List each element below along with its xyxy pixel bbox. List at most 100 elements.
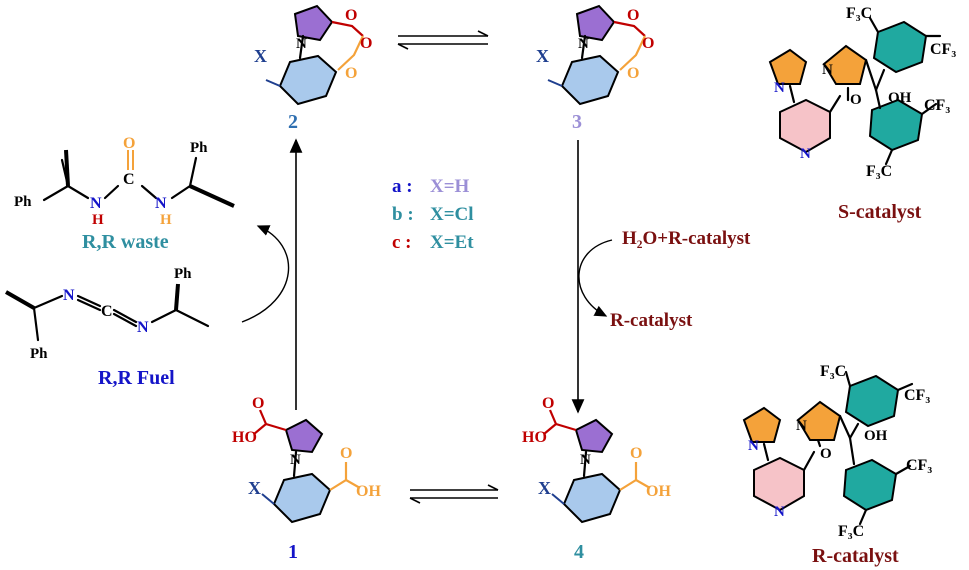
r-catalyst-structure: N N O N OH F₃C CF₃ CF₃ F₃C R-catalyst bbox=[742, 363, 932, 567]
legend-c-value: X=Et bbox=[430, 232, 474, 253]
compound-3: N O O O X 3 bbox=[536, 4, 654, 133]
aryl-top bbox=[872, 20, 928, 74]
acid-ho: HO bbox=[232, 429, 257, 446]
benzene-ring bbox=[562, 472, 622, 524]
compound-number: 4 bbox=[574, 541, 584, 563]
fuel-curved-arrow bbox=[241, 225, 290, 323]
cf3-2: CF₃ bbox=[930, 41, 956, 58]
acid-o: O bbox=[542, 395, 554, 412]
x-substituent: X bbox=[538, 478, 551, 498]
phenyl-bottom: Ph bbox=[30, 346, 48, 362]
carbonyl-o: O bbox=[820, 446, 832, 462]
n-pyridine: N bbox=[774, 504, 785, 520]
acid-oh: OH bbox=[356, 483, 381, 500]
equilibrium-arrows-top bbox=[397, 30, 489, 50]
legend-a-value: X=H bbox=[430, 176, 470, 197]
legend-b-key: b : bbox=[392, 204, 414, 225]
n-atom: N bbox=[296, 36, 307, 52]
pyrrolidine-right bbox=[796, 400, 842, 441]
acid-o2: O bbox=[340, 445, 352, 462]
pyrrole-ring bbox=[575, 4, 616, 42]
cf3-3: CF₃ bbox=[924, 97, 950, 114]
equilibrium-arrows-bottom bbox=[409, 484, 499, 504]
s-catalyst-structure: N N O N OH F₃C CF₃ CF₃ F₃C S-catalyst bbox=[768, 5, 956, 223]
acid-oh: OH bbox=[646, 483, 671, 500]
carbonyl-o: O bbox=[627, 7, 639, 24]
anhydride-o: O bbox=[642, 35, 654, 52]
n-atom: N bbox=[580, 452, 591, 468]
carbonyl-o2: O bbox=[627, 65, 639, 82]
anhydride-o: O bbox=[360, 35, 372, 52]
benzene-ring bbox=[272, 472, 332, 524]
n-amide: N bbox=[822, 62, 833, 78]
waste-label: R,R waste bbox=[82, 231, 169, 253]
cf3-4: F₃C bbox=[838, 523, 864, 540]
pyrrolidine-left bbox=[742, 406, 782, 443]
compound-2: N O O O X 2 bbox=[254, 4, 372, 133]
compound-number: 2 bbox=[288, 111, 298, 133]
n-pyridine: N bbox=[800, 146, 811, 162]
phenyl-top: Ph bbox=[174, 266, 192, 282]
acid-ho: HO bbox=[522, 429, 547, 446]
cf3-3: CF₃ bbox=[906, 457, 932, 474]
catalyst-released-label: R-catalyst bbox=[610, 310, 693, 331]
pyrrole-ring bbox=[284, 418, 324, 454]
legend-b-value: X=Cl bbox=[430, 204, 474, 225]
n-atom: N bbox=[578, 36, 589, 52]
carbonyl-o: O bbox=[345, 7, 357, 24]
pyrrolidine-left bbox=[768, 48, 808, 85]
carbonyl-o2: O bbox=[345, 65, 357, 82]
phenyl-left: Ph bbox=[14, 194, 32, 210]
n-left: N bbox=[63, 287, 75, 304]
acid-o2: O bbox=[630, 445, 642, 462]
pyrrole-ring bbox=[293, 4, 334, 42]
compound-4: N O HO O OH X 4 bbox=[522, 395, 671, 563]
n-right: N bbox=[137, 319, 149, 336]
fuel-label: R,R Fuel bbox=[98, 367, 175, 389]
n-atom: N bbox=[290, 452, 301, 468]
acid-o: O bbox=[252, 395, 264, 412]
benzene-ring bbox=[278, 54, 338, 106]
x-substituent: X bbox=[536, 46, 549, 66]
n-right: N bbox=[155, 195, 167, 212]
n-amide: N bbox=[796, 418, 807, 434]
r-catalyst-label: R-catalyst bbox=[812, 545, 899, 567]
aryl-bottom bbox=[842, 458, 898, 512]
waste-urea: Ph N H C O N H Ph R,R waste bbox=[14, 135, 235, 253]
carbonyl-c: C bbox=[123, 171, 135, 188]
aryl-bottom bbox=[868, 98, 924, 152]
compound-1: N O HO O OH X 1 bbox=[232, 395, 381, 563]
x-substituent: X bbox=[254, 46, 267, 66]
benzene-ring bbox=[560, 54, 620, 106]
catalyst-curved-arrow bbox=[578, 239, 613, 317]
legend-a-key: a : bbox=[392, 176, 413, 197]
pyrrolidine-right bbox=[822, 44, 868, 85]
fuel-carbodiimide: N C N Ph Ph R,R Fuel bbox=[5, 266, 210, 389]
compound-number: 3 bbox=[572, 111, 582, 133]
carbonyl-o: O bbox=[123, 135, 135, 152]
carbonyl-o: O bbox=[850, 92, 862, 108]
substituent-legend: a : X=H b : X=Cl c : X=Et bbox=[392, 176, 474, 253]
phenyl-right: Ph bbox=[190, 140, 208, 156]
s-catalyst-label: S-catalyst bbox=[838, 201, 922, 223]
hydroxyl: OH bbox=[864, 428, 888, 444]
legend-c-key: c : bbox=[392, 232, 412, 253]
n-pyrrolidine: N bbox=[774, 80, 785, 96]
n-pyrrolidine: N bbox=[748, 438, 759, 454]
hydroxyl: OH bbox=[888, 90, 912, 106]
cf3-2: CF₃ bbox=[904, 387, 930, 404]
cf3-1: F₃C bbox=[820, 363, 846, 380]
aryl-top bbox=[844, 374, 900, 428]
pyrrole-ring bbox=[574, 418, 614, 454]
n-left: N bbox=[90, 195, 102, 212]
cf3-4: F₃C bbox=[866, 163, 892, 180]
compound-number: 1 bbox=[288, 541, 298, 563]
water-catalyst-label: H₂O+R-catalyst bbox=[622, 228, 751, 249]
c-center: C bbox=[101, 303, 113, 320]
cf3-1: F₃C bbox=[846, 5, 872, 22]
pyridine-ring bbox=[779, 98, 831, 154]
pyridine-ring bbox=[753, 456, 805, 512]
h-left: H bbox=[92, 212, 104, 228]
h-right: H bbox=[160, 212, 172, 228]
